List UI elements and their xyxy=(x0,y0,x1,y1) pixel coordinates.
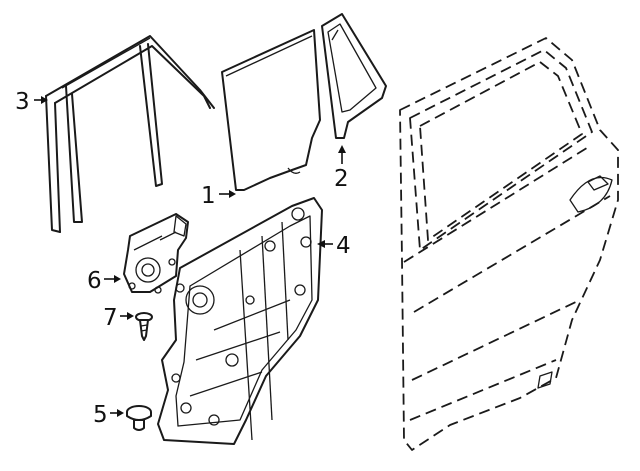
quarter-glass-frame-icon xyxy=(321,13,387,139)
window-motor-icon xyxy=(123,213,189,294)
mounting-bolt-icon xyxy=(126,405,152,431)
rear-door-shell-icon xyxy=(399,37,619,451)
window-run-channel-icon xyxy=(45,35,215,233)
callout-6: 6 xyxy=(87,268,102,294)
callout-5: 5 xyxy=(93,402,108,428)
callout-1: 1 xyxy=(201,183,216,209)
window-regulator-carrier-icon xyxy=(157,197,323,445)
callout-3: 3 xyxy=(15,89,30,115)
callout-labels: 1 2 3 4 5 6 7 xyxy=(15,89,351,428)
door-glass-panel-icon xyxy=(221,29,321,191)
callout-4: 4 xyxy=(336,233,351,259)
screw-icon xyxy=(135,312,153,341)
callout-2: 2 xyxy=(334,166,349,192)
callout-7: 7 xyxy=(103,305,118,331)
callout-leaders xyxy=(34,96,346,417)
